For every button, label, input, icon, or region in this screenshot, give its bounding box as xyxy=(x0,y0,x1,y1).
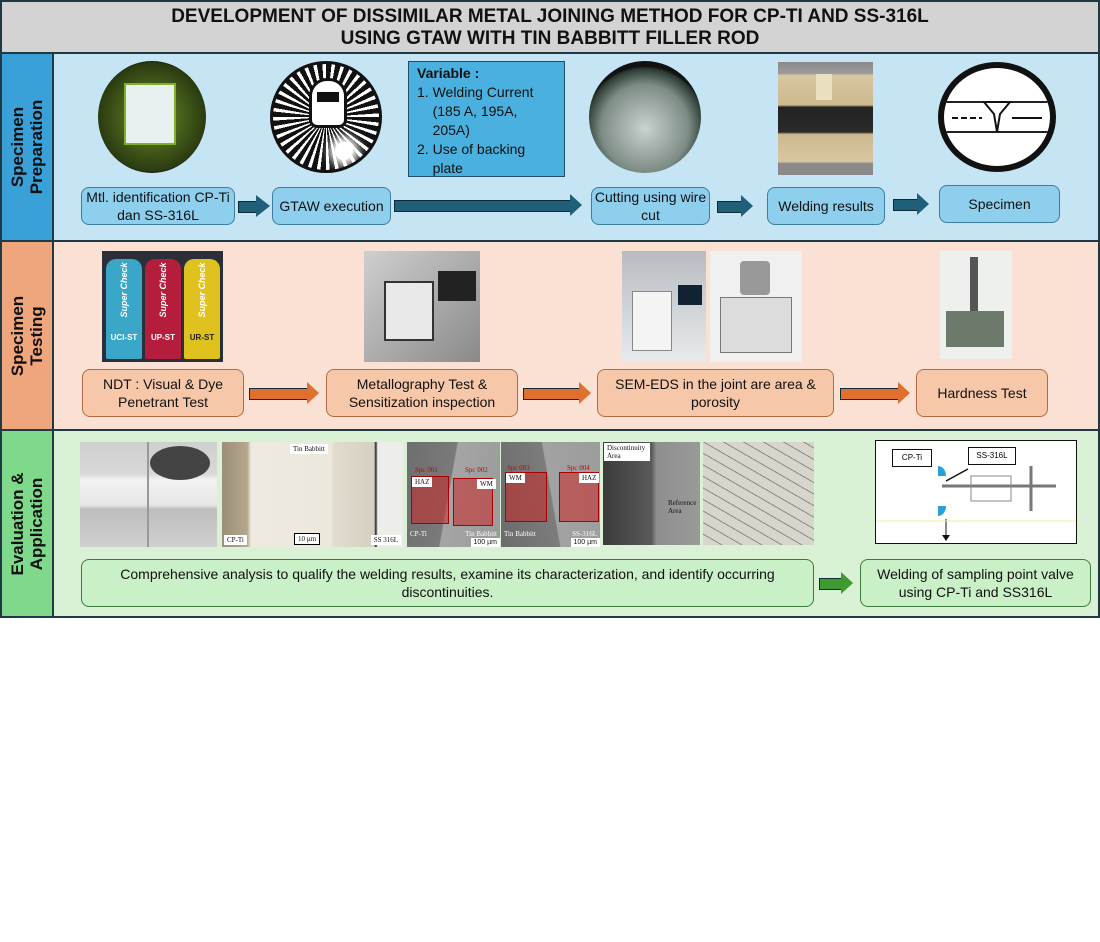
section-label-testing: Specimen Testing xyxy=(2,242,54,429)
sputter-coater-photo xyxy=(710,251,802,362)
ss316l-tag: SS-316L xyxy=(572,530,597,538)
can-brand-label: Super Check xyxy=(197,262,207,318)
comprehensive-analysis-box: Comprehensive analysis to qualify the we… xyxy=(81,559,814,607)
can-label: UCI-ST xyxy=(110,333,138,342)
micrograph-photo: Tin Babbitt CP-Ti 10 µm SS 316L xyxy=(222,442,403,547)
evaluation-application-section: Evaluation & Application Tin Babbitt CP-… xyxy=(0,431,1100,618)
label-text: Specimen Testing xyxy=(8,295,46,376)
tin-babbitt-tag: Tin Babbitt xyxy=(504,530,536,538)
ss316l-tag: SS 316L xyxy=(370,535,401,545)
variable-heading: Variable : xyxy=(417,65,480,81)
tin-babbitt-tag: Tin Babbitt xyxy=(465,530,497,538)
welder-icon xyxy=(270,61,382,173)
step-welding-results: Welding results xyxy=(767,187,885,225)
sem-image-2: Spc 003 Spc 004 WM HAZ Tin Babbitt SS-31… xyxy=(501,442,600,547)
welding-result-photo xyxy=(778,62,873,175)
spc-label: Spc 001 xyxy=(415,466,438,474)
cleaner-can: Super Check UCI-ST xyxy=(106,259,142,359)
scale-bar: 10 µm xyxy=(294,533,321,545)
can-label: UP-ST xyxy=(151,333,175,342)
wm-tag: WM xyxy=(506,473,525,483)
sem-image-1: Spc 001 Spc 002 HAZ WM CP-Ti Tin Babbitt… xyxy=(407,442,500,547)
label-text: Specimen Preparation xyxy=(8,99,46,195)
scale-bar: 100 µm xyxy=(470,538,500,547)
grain-structure-micrograph xyxy=(703,442,814,545)
step-cutting-wire-cut: Cutting using wire cut xyxy=(591,187,710,225)
label-text: Evaluation & Application xyxy=(8,472,46,575)
cp-ti-label: CP-Ti xyxy=(892,449,932,467)
penetrant-can: Super Check UP-ST xyxy=(145,259,181,359)
sem-machine-photo xyxy=(622,251,706,362)
step-hardness-test: Hardness Test xyxy=(916,369,1048,417)
diagram-title: DEVELOPMENT OF DISSIMILAR METAL JOINING … xyxy=(0,0,1100,54)
fracture-sem-image: Discontinuity Area Reference Area xyxy=(603,442,700,545)
discontinuity-area-tag: Discontinuity Area xyxy=(604,443,650,461)
dye-penetrant-cans-photo: Super Check UCI-ST Super Check UP-ST Sup… xyxy=(102,251,223,362)
step-sem-eds: SEM-EDS in the joint are area & porosity xyxy=(597,369,834,417)
step-gtaw-execution: GTAW execution xyxy=(272,187,391,225)
section-label-preparation: Specimen Preparation xyxy=(2,54,54,240)
haz-tag: HAZ xyxy=(579,473,600,483)
section-label-evaluation: Evaluation & Application xyxy=(2,431,54,616)
can-brand-label: Super Check xyxy=(158,262,168,318)
variable-item-1: Welding Current (185 A, 195A, 205A) xyxy=(432,84,534,138)
specimen-preparation-section: Specimen Preparation Variable : 1. Weldi… xyxy=(0,54,1100,242)
scale-bar: 100 µm xyxy=(570,538,600,547)
ss316l-label: SS-316L xyxy=(968,447,1016,465)
spc-label: Spc 003 xyxy=(507,464,530,472)
step-specimen: Specimen xyxy=(939,185,1060,223)
title-line-2: USING GTAW WITH TIN BABBITT FILLER ROD xyxy=(340,28,760,49)
step-metallography: Metallography Test & Sensitization inspe… xyxy=(326,369,518,417)
title-line-1: DEVELOPMENT OF DISSIMILAR METAL JOINING … xyxy=(171,6,929,27)
step-material-identification: Mtl. identification CP-Ti dan SS-316L xyxy=(81,187,235,225)
can-label: UR-ST xyxy=(189,333,215,342)
variable-item-2: Use of backing plate xyxy=(432,141,526,176)
wm-tag: WM xyxy=(477,479,496,489)
can-brand-label: Super Check xyxy=(119,262,129,318)
cp-ti-tag: CP-Ti xyxy=(410,530,427,538)
spc-label: Spc 004 xyxy=(567,464,590,472)
visual-weld-photo xyxy=(80,442,217,547)
microscope-photo xyxy=(364,251,480,362)
haz-tag: HAZ xyxy=(412,477,433,487)
variable-box: Variable : 1. Welding Current (185 A, 19… xyxy=(408,61,565,177)
tin-babbitt-tag: Tin Babbitt xyxy=(290,444,328,454)
hardness-tester-photo xyxy=(940,251,1012,359)
spectrometer-photo xyxy=(98,61,206,173)
cp-ti-tag: CP-Ti xyxy=(224,535,247,545)
spc-label: Spc 002 xyxy=(465,466,488,474)
specimen-testing-section: Specimen Testing Super Check UCI-ST Supe… xyxy=(0,242,1100,431)
wire-cut-machine-photo xyxy=(589,61,701,173)
sampling-valve-diagram: CP-Ti SS-316L xyxy=(875,440,1077,544)
step-ndt: NDT : Visual & Dye Penetrant Test xyxy=(82,369,244,417)
application-box: Welding of sampling point valve using CP… xyxy=(860,559,1091,607)
reference-area-tag: Reference Area xyxy=(668,499,697,515)
weld-symbol-icon xyxy=(938,62,1056,172)
developer-can: Super Check UR-ST xyxy=(184,259,220,359)
